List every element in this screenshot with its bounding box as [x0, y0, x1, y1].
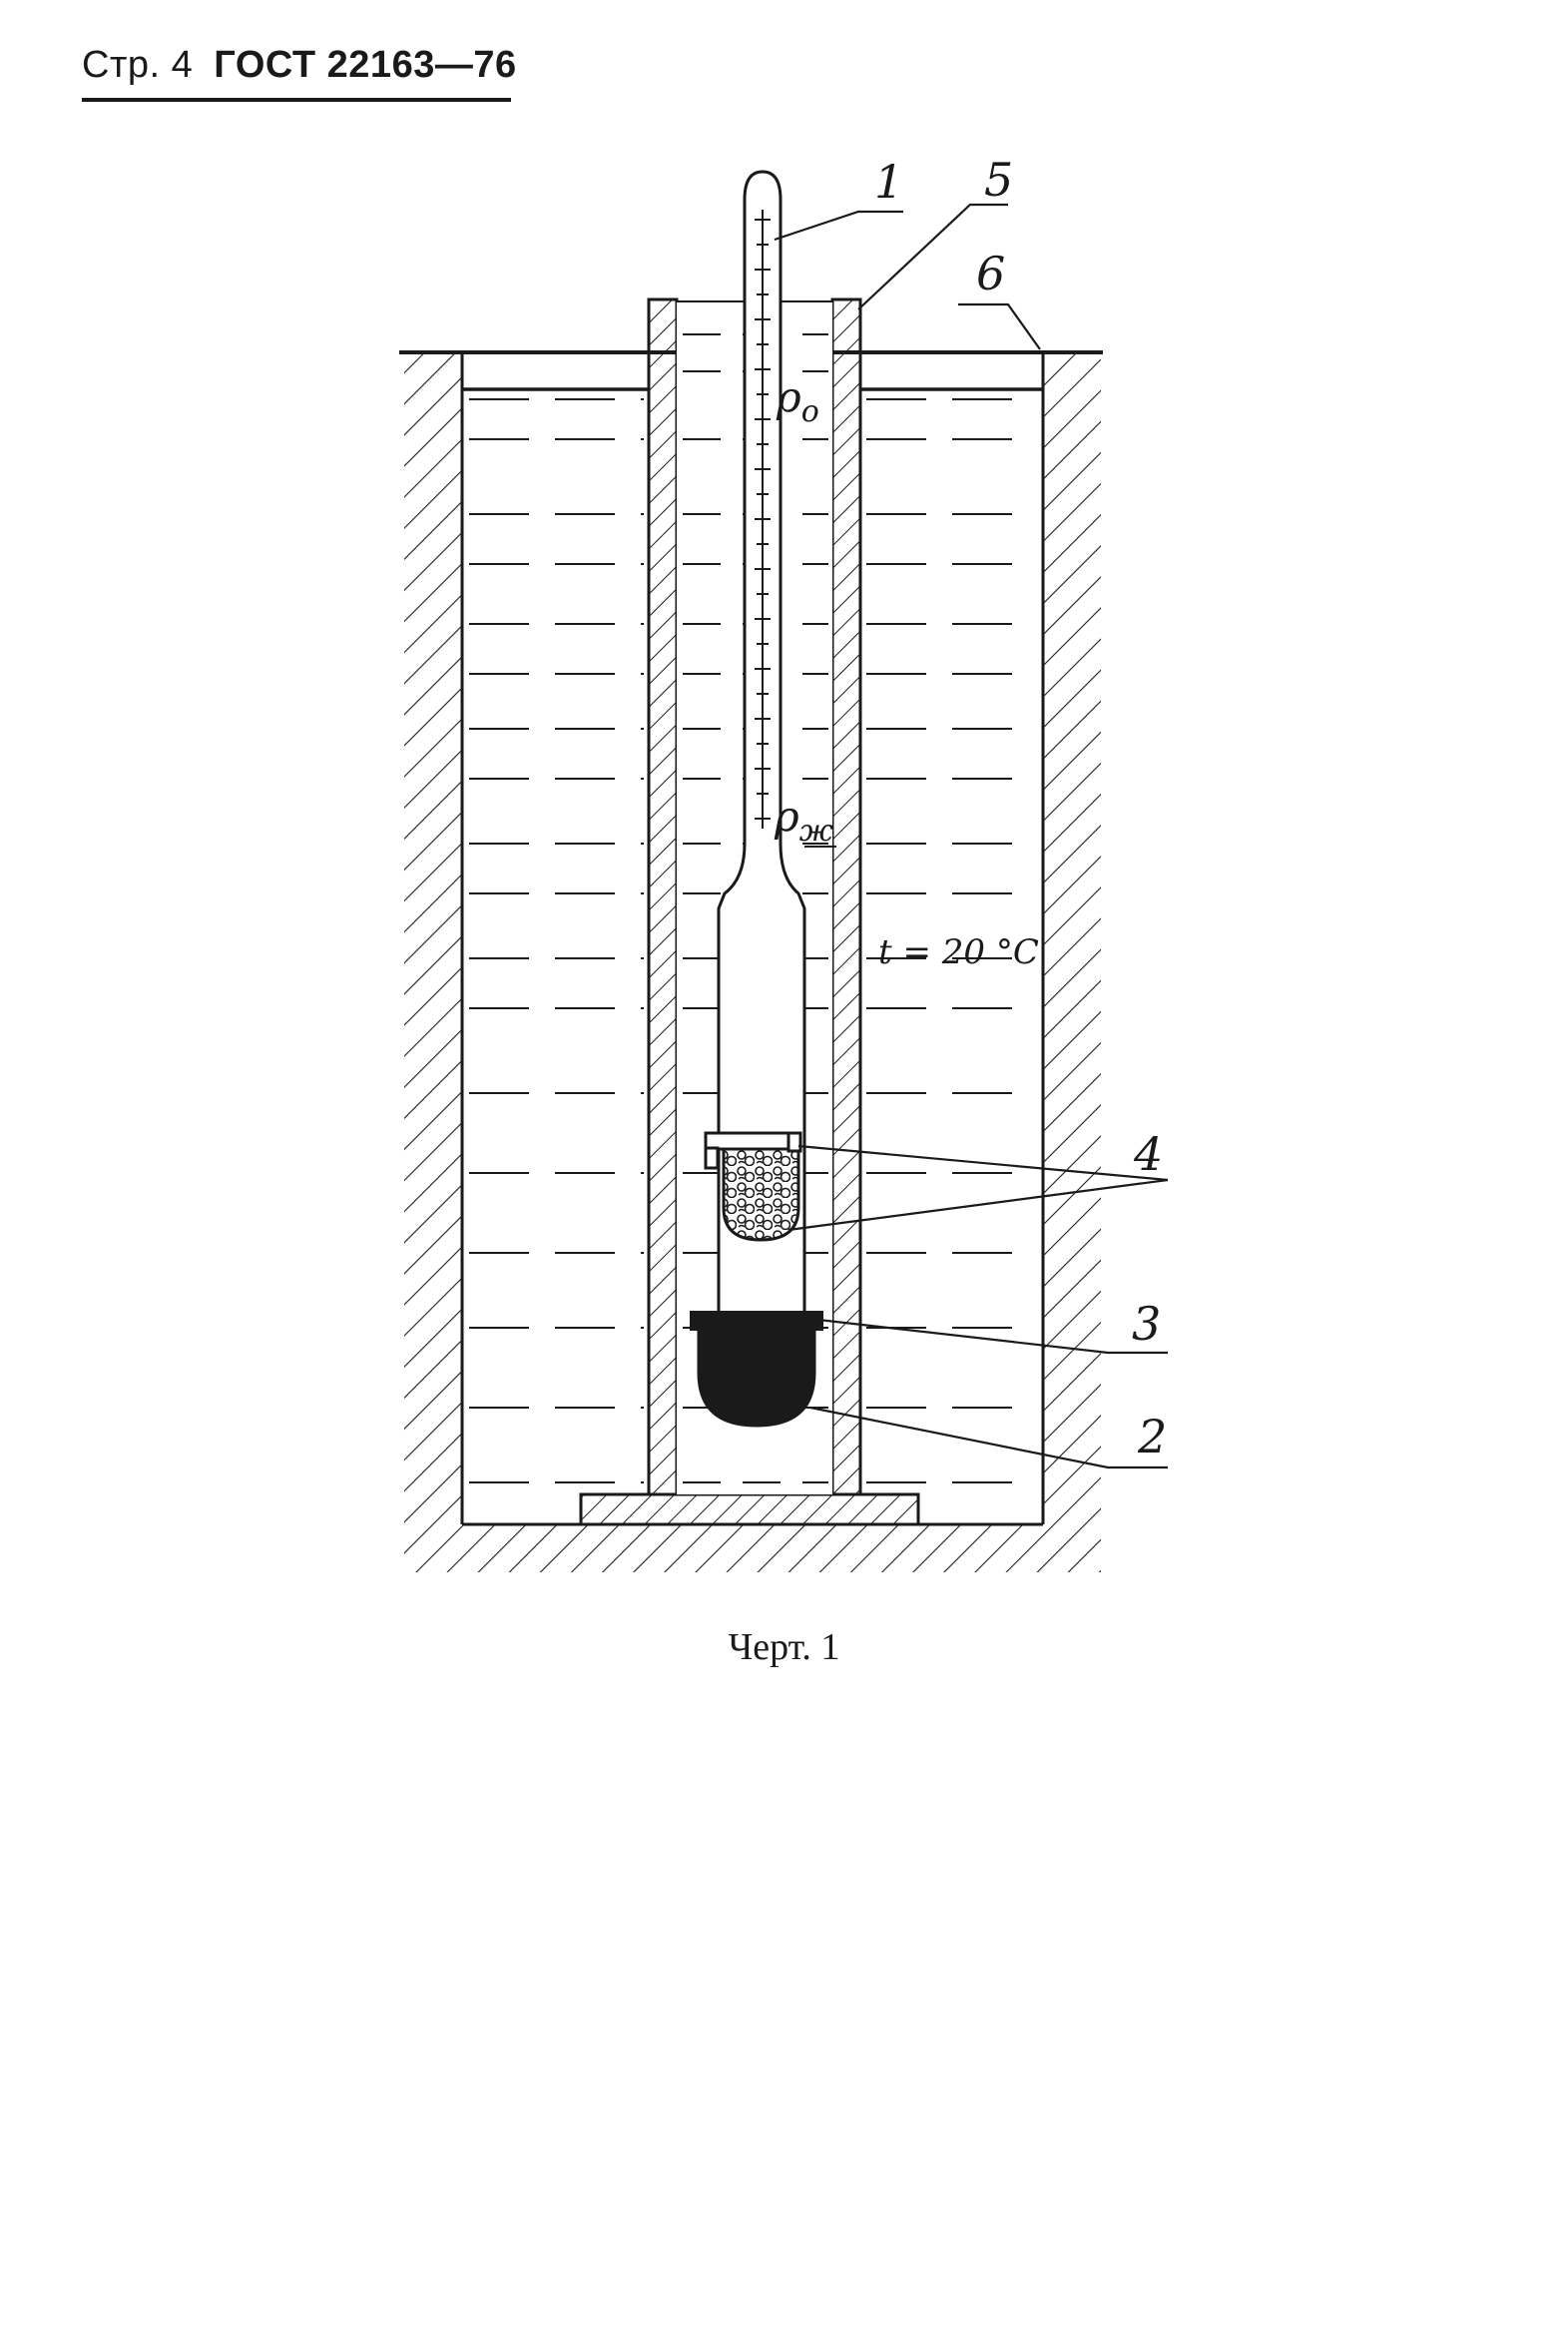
page-number: Стр. 4: [82, 44, 194, 86]
cylinder-base-stand: [579, 1492, 920, 1526]
lower-sample-cup: [690, 1311, 823, 1428]
leader-lines: [774, 203, 1169, 1469]
outer-bath-liquid: [469, 398, 1038, 1483]
standard-number: ГОСТ 22163—76: [214, 44, 517, 86]
label-rho-0: ρо: [776, 372, 819, 429]
label-4: 4: [1133, 1127, 1163, 1181]
label-temperature: t = 20 °C: [878, 932, 1039, 972]
figure-labels: 1 5 6 4 3 2 ρо ρж t = 20 °C: [774, 153, 1167, 1463]
hydrometer-scale: [755, 210, 771, 829]
page-header: Стр. 4 ГОСТ 22163—76: [82, 44, 517, 87]
label-2: 2: [1137, 1410, 1167, 1463]
label-1: 1: [874, 155, 903, 209]
label-6: 6: [976, 247, 1005, 300]
label-5: 5: [984, 153, 1013, 207]
header-rule: [82, 98, 511, 102]
label-3: 3: [1132, 1297, 1161, 1351]
figure-caption: Черт. 1: [728, 1626, 840, 1668]
upper-sample-container: [704, 1131, 802, 1242]
label-rho-liquid: ρж: [774, 792, 833, 849]
hydrometer: [717, 170, 806, 1318]
